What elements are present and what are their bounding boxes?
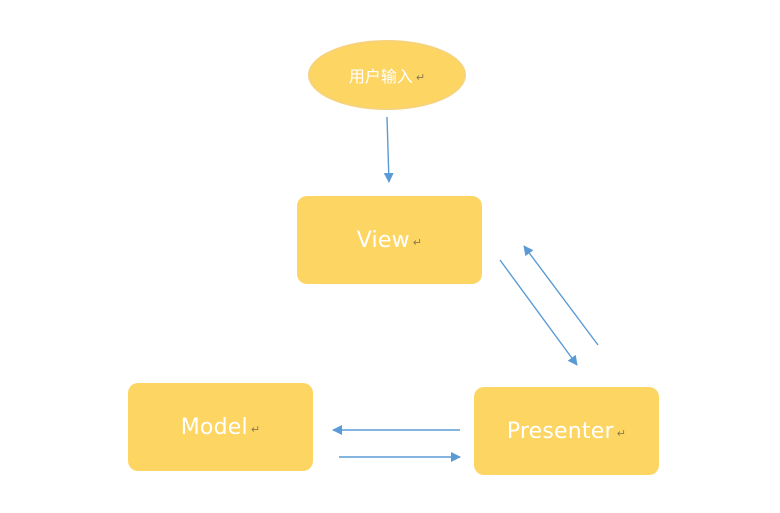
model-node: Model ↵ bbox=[128, 383, 313, 471]
presenter-label: Presenter bbox=[506, 418, 614, 444]
paragraph-mark-icon: ↵ bbox=[616, 426, 627, 440]
view-node: View ↵ bbox=[297, 196, 482, 284]
arrow-input-to-view bbox=[383, 116, 394, 183]
user-input-node: 用户输入 ↵ bbox=[308, 40, 466, 110]
arrow-presenter-to-view bbox=[523, 245, 599, 346]
paragraph-mark-icon: ↵ bbox=[412, 235, 423, 249]
user-input-label: 用户输入 bbox=[348, 67, 413, 86]
model-label: Model bbox=[180, 414, 248, 440]
paragraph-mark-icon: ↵ bbox=[415, 70, 426, 84]
paragraph-mark-icon: ↵ bbox=[250, 422, 261, 436]
presenter-node: Presenter ↵ bbox=[474, 387, 659, 475]
view-label: View bbox=[356, 227, 410, 253]
arrow-view-to-presenter bbox=[499, 259, 578, 366]
